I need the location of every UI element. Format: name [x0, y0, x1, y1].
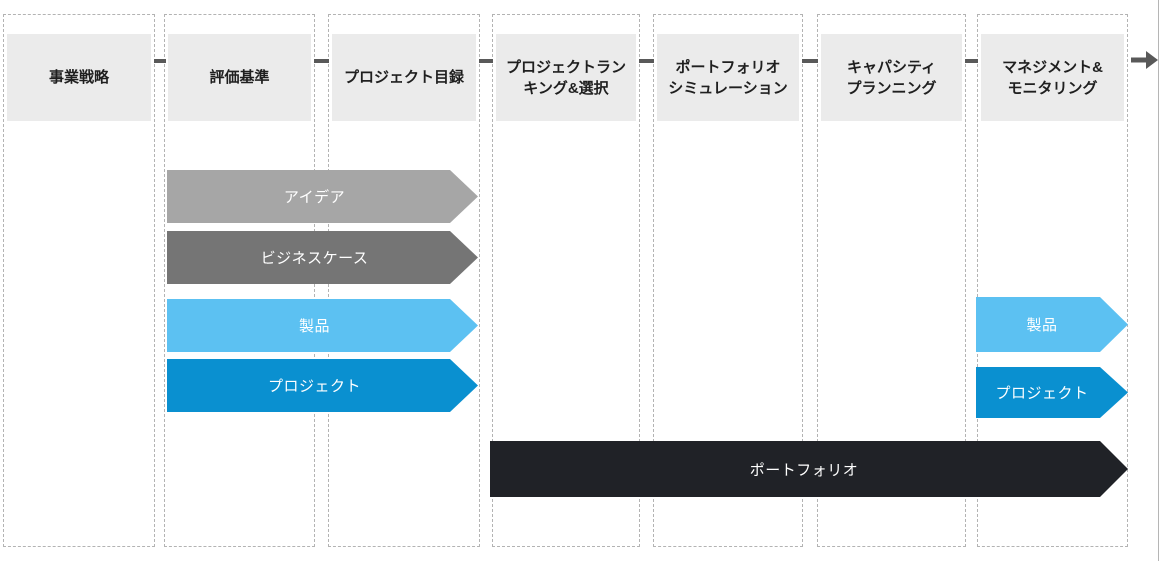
connector-dash: [639, 59, 654, 63]
stage-header-project-inventory: プロジェクト目録: [332, 34, 476, 121]
stage-header-evaluation-criteria: 評価基準: [168, 34, 311, 121]
arrow-label: プロジェクト: [267, 378, 361, 395]
stage-header-portfolio-simulation: ポートフォリオ シミュレーション: [657, 34, 799, 121]
connector-dash: [154, 59, 166, 63]
column-evaluation-criteria: 評価基準: [164, 14, 315, 547]
arrow-label: ビジネスケース: [260, 250, 369, 267]
stage-header-capacity-planning: キャパシティ プランニング: [821, 34, 962, 121]
arrow-project-right: プロジェクト: [976, 367, 1128, 418]
column-business-strategy: 事業戦略: [3, 14, 155, 547]
column-management-monitoring: マネジメント& モニタリング: [977, 14, 1128, 547]
stage-header-management-monitoring: マネジメント& モニタリング: [981, 34, 1124, 121]
column-capacity-planning: キャパシティ プランニング: [817, 14, 966, 547]
stage-label: 事業戦略: [48, 69, 109, 86]
arrow-business-case: ビジネスケース: [167, 231, 478, 284]
stage-label: マネジメント& モニタリング: [1002, 58, 1103, 97]
stage-label: キャパシティ プランニング: [846, 58, 937, 97]
arrow-idea: アイデア: [167, 170, 478, 223]
stage-label: プロジェクトラン キング&選択: [505, 58, 626, 97]
stage-label: ポートフォリオ シミュレーション: [668, 58, 788, 97]
arrow-label: ポートフォリオ: [749, 461, 859, 479]
column-portfolio-simulation: ポートフォリオ シミュレーション: [653, 14, 803, 547]
arrow-product-right: 製品: [976, 297, 1128, 352]
connector-dash: [965, 59, 978, 63]
arrow-label: アイデア: [283, 189, 346, 206]
stage-header-business-strategy: 事業戦略: [7, 34, 151, 121]
stage-header-project-ranking-selection: プロジェクトラン キング&選択: [496, 34, 636, 121]
flow-arrow-icon: [1131, 51, 1158, 69]
column-project-ranking-selection: プロジェクトラン キング&選択: [492, 14, 640, 547]
arrow-label: 製品: [1026, 317, 1058, 334]
connector-dash: [314, 59, 329, 63]
stage-label: 評価基準: [209, 69, 270, 86]
column-project-inventory: プロジェクト目録: [328, 14, 480, 547]
arrow-label: 製品: [298, 318, 330, 335]
arrow-label: プロジェクト: [995, 385, 1089, 402]
stage-label: プロジェクト目録: [343, 69, 464, 86]
arrow-product-left: 製品: [167, 299, 478, 352]
arrow-portfolio: ポートフォリオ: [490, 441, 1128, 497]
arrow-project-left: プロジェクト: [167, 359, 478, 412]
connector-dash: [802, 59, 818, 63]
connector-dash: [479, 59, 493, 63]
